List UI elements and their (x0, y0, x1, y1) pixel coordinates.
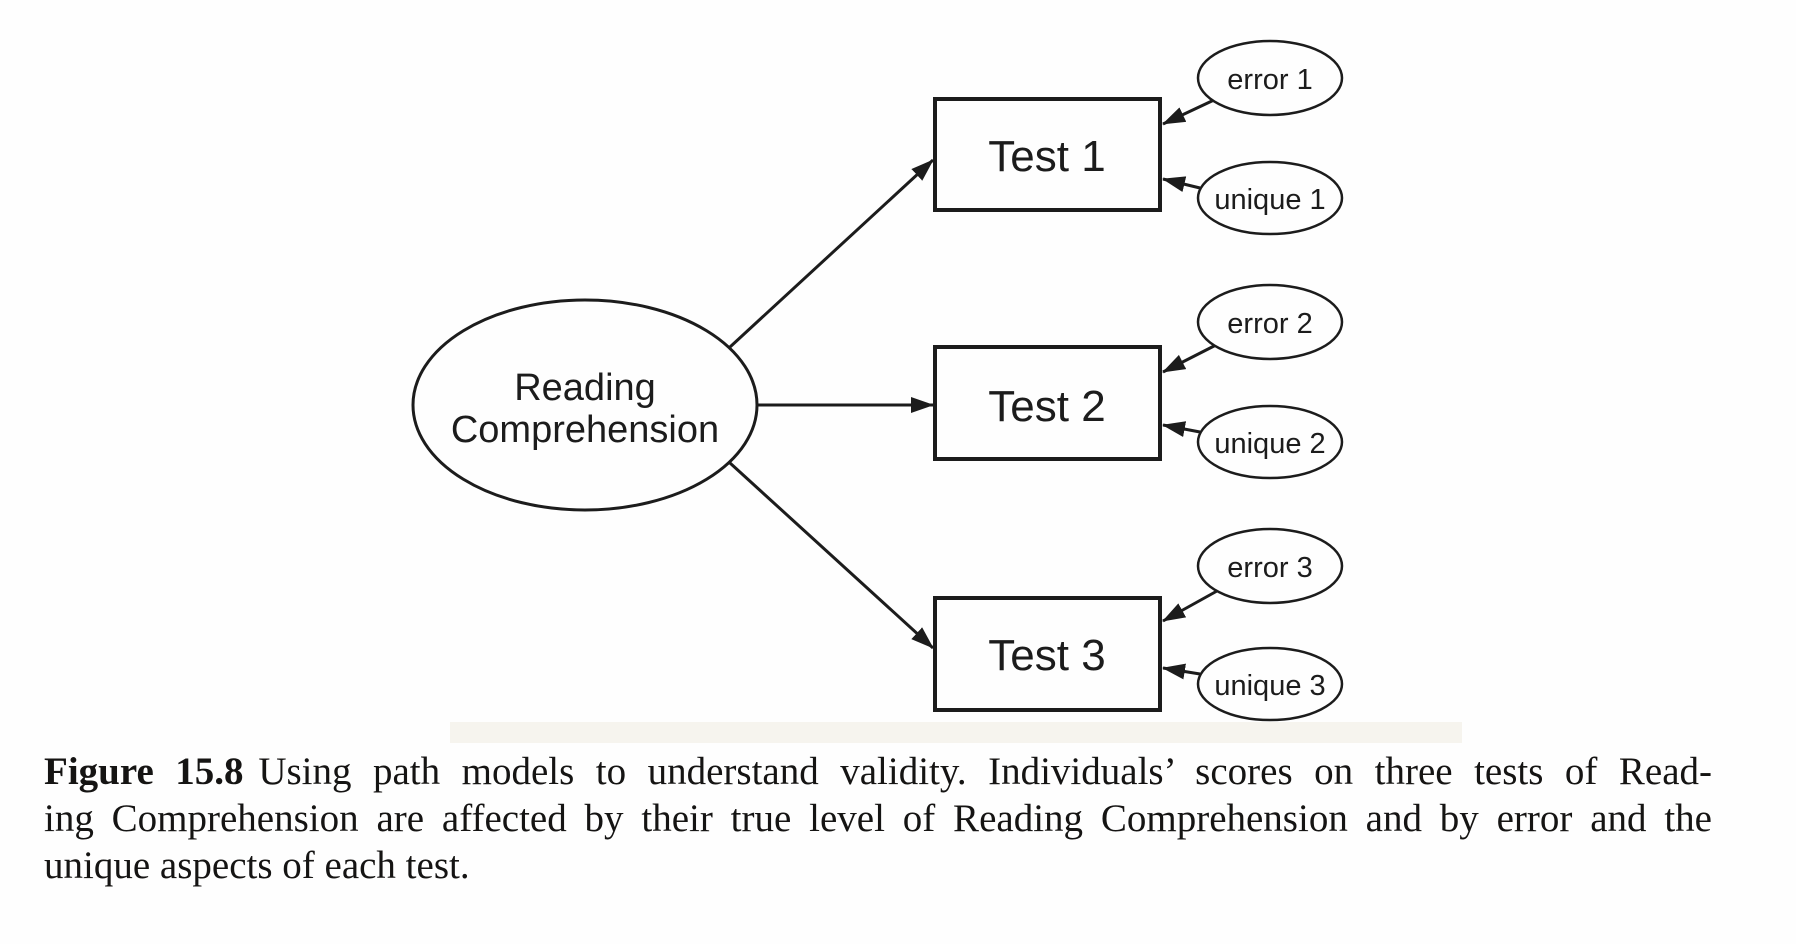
test-3-label: Test 3 (988, 631, 1105, 680)
unique-2-ellipse (1196, 404, 1344, 480)
caption-line-3: unique aspects of each test. (44, 844, 470, 887)
path-error3-to-test3 (1162, 589, 1218, 623)
test-3-box (933, 596, 1162, 712)
caption-line-2: ing Comprehension are affected by their … (44, 797, 1712, 840)
latent-label-line1: Reading (514, 367, 656, 409)
path-unique3-to-test3 (1162, 663, 1201, 680)
path-unique2-to-test2 (1162, 421, 1201, 437)
unique-2-label: unique 2 (1214, 428, 1325, 460)
unique-3-label: unique 3 (1214, 670, 1325, 702)
error-1-label: error 1 (1227, 64, 1312, 96)
path-unique1-to-test1 (1162, 176, 1201, 192)
error-2-ellipse (1196, 283, 1344, 361)
latent-label-line2: Comprehension (451, 409, 719, 451)
latent-ellipse (411, 298, 759, 512)
figure-caption: Figure 15.8 Using path models to understa… (44, 748, 1712, 889)
path-latent-to-test3 (728, 461, 935, 650)
error-3-ellipse (1196, 527, 1344, 605)
error-3-label: error 3 (1227, 552, 1312, 584)
error-1-ellipse (1196, 39, 1344, 117)
error-2-label: error 2 (1227, 308, 1312, 340)
path-error1-to-test1 (1162, 98, 1215, 126)
unique-1-label: unique 1 (1214, 184, 1325, 216)
test-2-box (933, 345, 1162, 461)
test-2-label: Test 2 (988, 382, 1105, 431)
unique-1-ellipse (1196, 160, 1344, 236)
unique-3-ellipse (1196, 646, 1344, 722)
path-error2-to-test2 (1162, 343, 1217, 374)
caption-line-1-text: Using path models to understand validity… (258, 750, 1712, 793)
test-1-box (933, 97, 1162, 212)
path-latent-to-test1 (728, 158, 935, 349)
scan-artifact-band (450, 722, 1462, 743)
test-1-label: Test 1 (988, 132, 1105, 181)
caption-figure-number: Figure 15.8 (44, 750, 244, 793)
caption-line-1: Figure 15.8 Using path models to understa… (44, 748, 1712, 795)
